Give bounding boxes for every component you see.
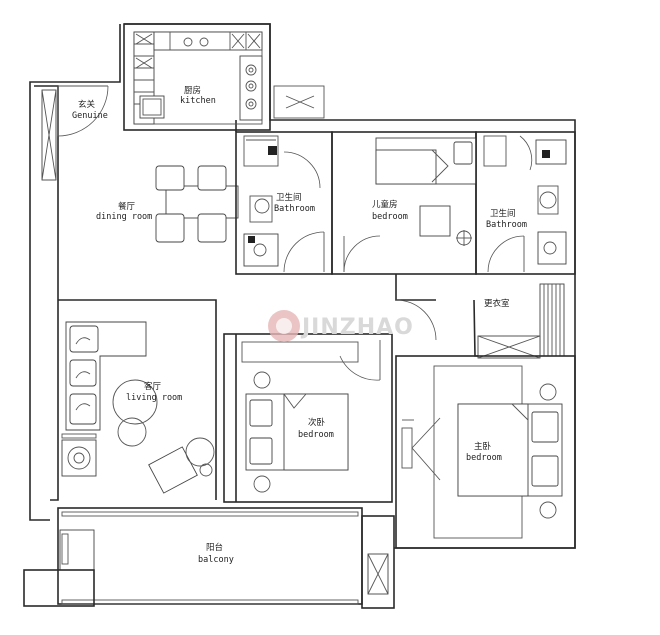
living-room bbox=[58, 299, 217, 500]
cloakroom bbox=[395, 274, 565, 359]
bed-icon bbox=[245, 393, 349, 471]
bathroom-right bbox=[475, 131, 576, 275]
kitchen-sink-icon bbox=[139, 95, 165, 119]
balcony bbox=[23, 507, 395, 609]
bed-icon bbox=[457, 403, 563, 497]
dining-label-en: dining room bbox=[96, 212, 152, 222]
dining-label-cn: 餐厅 bbox=[118, 202, 136, 212]
entrance-door bbox=[57, 85, 109, 137]
watermark-text: JINZHAO bbox=[300, 315, 414, 340]
second-label-en: bedroom bbox=[298, 430, 334, 440]
master-label-cn: 主卧 bbox=[474, 441, 492, 452]
stove-icon bbox=[239, 55, 263, 121]
balcony-label-cn: 阳台 bbox=[206, 542, 223, 553]
living-label-cn: 客厅 bbox=[144, 381, 162, 392]
kitchen bbox=[123, 23, 271, 131]
bathroom-left bbox=[235, 131, 333, 275]
kids-label-en: bedroom bbox=[372, 212, 408, 222]
living-label-en: living room bbox=[126, 393, 182, 403]
dining-table bbox=[155, 165, 239, 243]
bath-right-label-cn: 卫生间 bbox=[490, 208, 516, 219]
kitchen-label-cn: 厨房 bbox=[184, 85, 201, 96]
second-label-cn: 次卧 bbox=[308, 417, 326, 428]
watermark: JINZHAO bbox=[268, 310, 414, 342]
entrance-label-en: Genuine bbox=[72, 111, 108, 121]
cloak-label-cn: 更衣室 bbox=[484, 298, 510, 309]
sofa-icon bbox=[65, 321, 147, 431]
kids-label-cn: 儿童房 bbox=[372, 199, 398, 210]
bath-left-label-cn: 卫生间 bbox=[276, 192, 302, 203]
balcony-label-en: balcony bbox=[198, 555, 234, 565]
bath-right-label-en: Bathroom bbox=[486, 220, 527, 230]
entrance-label-cn: 玄关 bbox=[78, 99, 96, 110]
kids-bedroom bbox=[331, 131, 477, 275]
kitchen-counter-top bbox=[153, 31, 263, 51]
kitchen-label-en: kitchen bbox=[180, 96, 216, 106]
armchair-icon bbox=[148, 437, 215, 494]
second-bedroom bbox=[223, 333, 393, 503]
master-bedroom bbox=[395, 355, 576, 549]
shoe-cabinet bbox=[41, 89, 57, 181]
bed-icon bbox=[375, 137, 477, 185]
bath-left-label-en: Bathroom bbox=[274, 204, 315, 214]
room-labels: 厨房 kitchen 玄关 Genuine 餐厅 dining room 卫生间… bbox=[72, 85, 527, 565]
master-label-en: bedroom bbox=[466, 453, 502, 463]
